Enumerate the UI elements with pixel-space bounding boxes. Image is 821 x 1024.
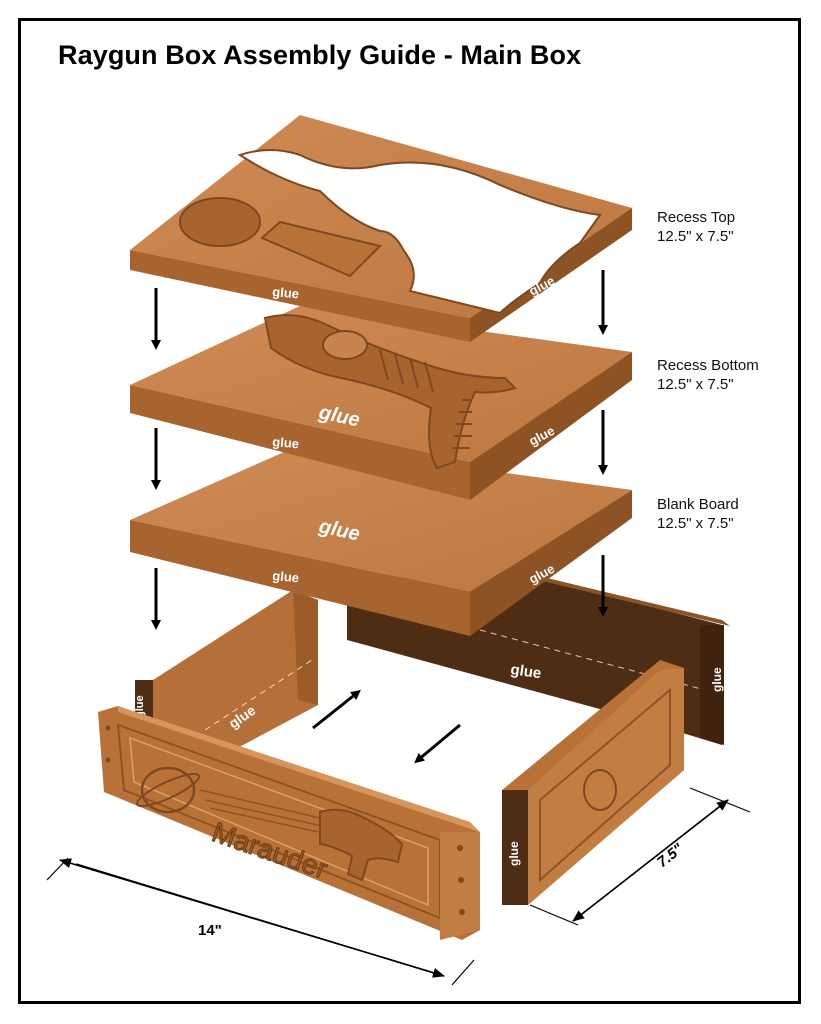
recess-top-board: glue glue [130,115,632,342]
glue-recess-bottom-front: glue [272,434,300,451]
glue-right-end: glue [507,841,521,866]
layer-name: Recess Bottom [657,357,759,374]
length-label: 14" [198,922,222,939]
planet-emblem-small-icon [583,769,617,811]
glue-right-strip: glue [710,667,724,692]
cylinder-recess-icon [260,220,382,278]
assembly-arrows [151,270,608,764]
width-label: 7.5" [654,840,687,871]
arrow-in-icon [414,723,461,764]
raygun-cutout-icon [237,149,602,315]
layer-size: 12.5" x 7.5" [657,228,734,245]
blank-board: glue glue glue [130,445,632,636]
page-title: Raygun Box Assembly Guide - Main Box [58,40,582,70]
glue-recess-top-front: glue [272,284,300,301]
layer-name: Blank Board [657,496,739,513]
label-recess-top: Recess Top 12.5" x 7.5" [657,208,735,246]
round-recess-icon [179,197,261,247]
right-end-panel: glue [502,660,684,905]
raygun-relief-icon [319,808,404,882]
label-recess-bottom: Recess Bottom 12.5" x 7.5" [657,356,759,394]
glue-blank-front: glue [272,568,300,585]
recess-bottom-board: glue glue glue [130,306,632,500]
right-end-strip: glue [700,625,724,745]
glue-back-wall: glue [509,661,542,682]
front-panel: Marauder [98,706,480,940]
dimension-length: 14" [46,857,475,986]
arrow-in-icon [312,689,361,730]
layer-name: Recess Top [657,209,736,226]
diagram-frame [18,18,801,1004]
layer-size: 12.5" x 7.5" [657,515,734,532]
planet-emblem-icon [140,766,196,814]
layer-size: 12.5" x 7.5" [657,376,734,393]
label-blank-board: Blank Board 12.5" x 7.5" [657,495,739,533]
